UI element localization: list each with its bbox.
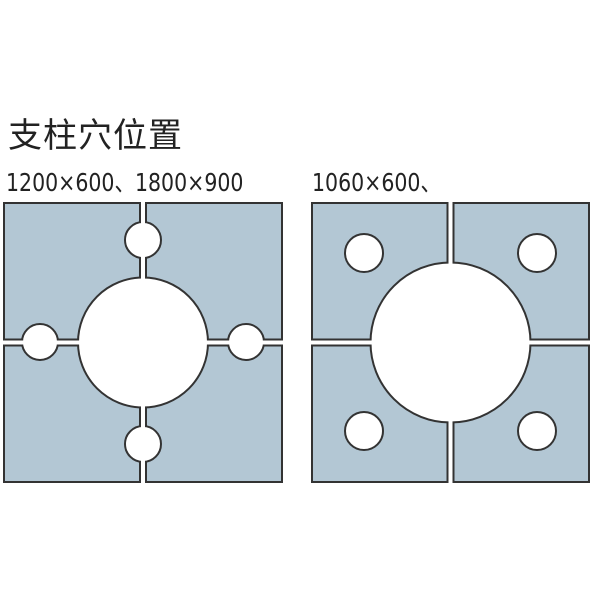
page-title: 支柱穴位置 bbox=[8, 116, 183, 156]
diagram-2-post-hole-3 bbox=[344, 411, 384, 451]
diagram-2-post-hole-4 bbox=[517, 411, 557, 451]
diagram-2-gap-horizontal bbox=[310, 340, 591, 345]
diagram-2-post-hole-2 bbox=[517, 233, 557, 273]
diagram-1-panel-2 bbox=[145, 202, 283, 341]
diagram-1-gap-horizontal bbox=[2, 340, 284, 345]
diagram-2-post-hole-1 bbox=[344, 233, 384, 273]
diagram-label-1: 1200×600、1800×900 bbox=[6, 168, 244, 197]
